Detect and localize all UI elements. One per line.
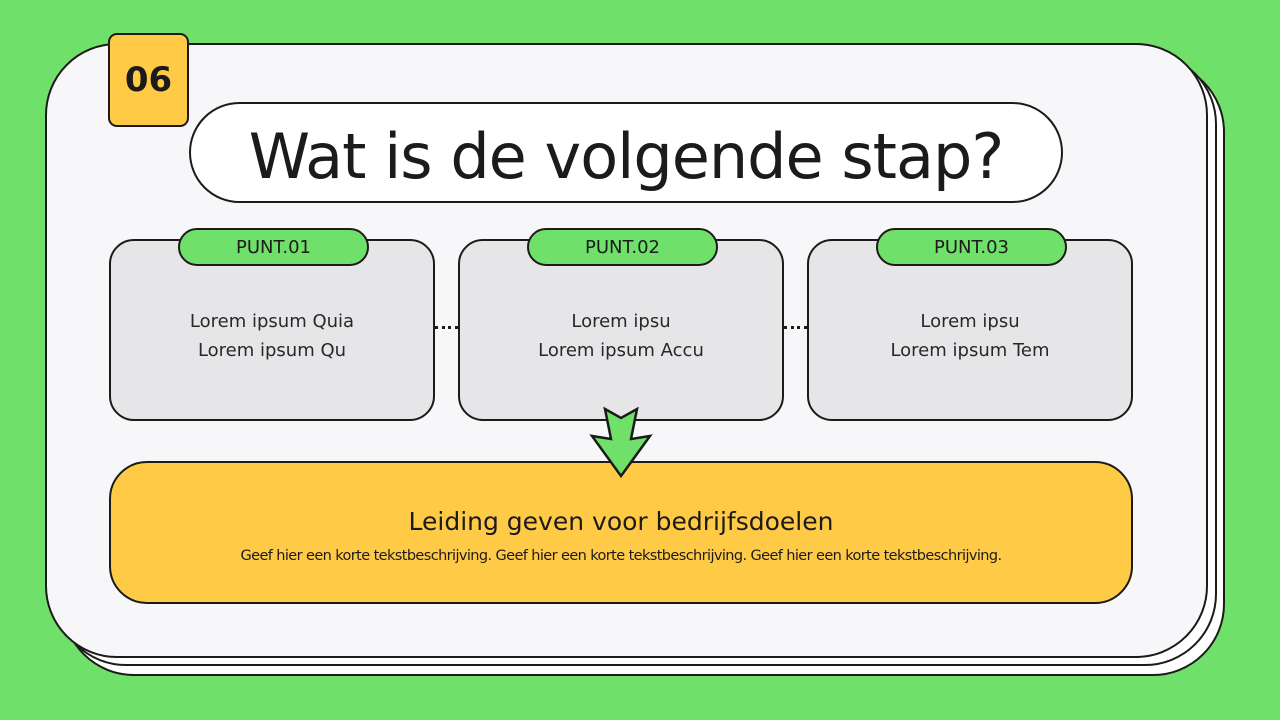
point-text-2: Lorem ipsu Lorem ipsum Accu (460, 307, 782, 365)
slide-number-badge: 06 (108, 33, 189, 127)
dotted-connector (784, 326, 807, 329)
point-tab-2: PUNT.02 (527, 228, 718, 266)
point-line: Lorem ipsum Tem (890, 340, 1050, 361)
point-card-3: PUNT.03 Lorem ipsu Lorem ipsum Tem (807, 228, 1133, 421)
point-text-3: Lorem ipsu Lorem ipsum Tem (809, 307, 1131, 365)
point-tab-3: PUNT.03 (876, 228, 1067, 266)
arrow-down-icon (589, 406, 653, 479)
point-line: Lorem ipsu (920, 311, 1020, 332)
point-card-2: PUNT.02 Lorem ipsu Lorem ipsum Accu (458, 228, 784, 421)
page-title: Wat is de volgende stap? (248, 120, 1005, 193)
point-line: Lorem ipsum Quia (189, 311, 355, 332)
goal-heading: Leiding geven voor bedrijfsdoelen (408, 507, 834, 536)
goal-description: Geef hier een korte tekstbeschrijving. G… (240, 548, 1003, 564)
point-text-1: Lorem ipsum Quia Lorem ipsum Qu (111, 307, 433, 365)
point-line: Lorem ipsum Accu (538, 340, 704, 361)
point-line: Lorem ipsum Qu (197, 340, 347, 361)
point-card-1: PUNT.01 Lorem ipsum Quia Lorem ipsum Qu (109, 228, 435, 421)
title-pill: Wat is de volgende stap? (189, 102, 1063, 203)
point-tab-1: PUNT.01 (178, 228, 369, 266)
dotted-connector (435, 326, 458, 329)
point-line: Lorem ipsu (571, 311, 671, 332)
goal-box: Leiding geven voor bedrijfsdoelen Geef h… (109, 461, 1133, 604)
